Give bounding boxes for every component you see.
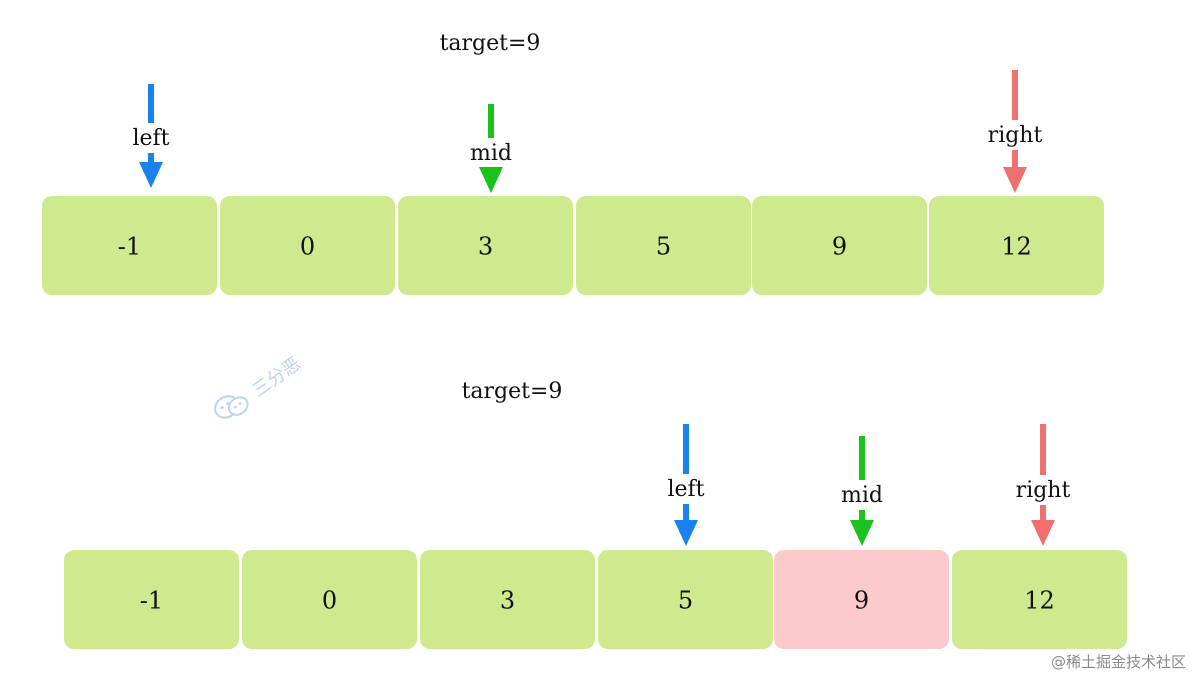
array-cell-value: 5: [678, 587, 693, 615]
array-cell: [398, 196, 573, 295]
left-label: left: [132, 126, 169, 151]
array-cell: [598, 550, 773, 649]
array-cell-value: -1: [118, 233, 141, 261]
array-cell-value: 5: [656, 233, 671, 261]
left-arrow-head: [674, 520, 698, 546]
target-label: target=9: [462, 379, 563, 404]
array-cell-value: -1: [140, 587, 163, 615]
mid-arrow-head: [850, 520, 874, 546]
array-cell: [774, 550, 949, 649]
array-cell: [576, 196, 751, 295]
right-pointer: right: [985, 70, 1045, 193]
mid-label: mid: [470, 141, 512, 166]
array-cell-value: 12: [1001, 233, 1032, 261]
array-cell-value: 3: [500, 587, 515, 615]
watermark-stamp: 三分恶: [207, 348, 307, 432]
left-pointer: left: [129, 84, 173, 188]
mid-pointer: mid: [467, 104, 515, 193]
array-cell: [42, 196, 217, 295]
array-cell: [752, 196, 927, 295]
array-cell-value: 9: [854, 587, 869, 615]
array-cell: [952, 550, 1127, 649]
watermark-site-text: @稀土掘金技术社区: [1050, 653, 1186, 671]
array-cell: [242, 550, 417, 649]
right-pointer: right: [1013, 424, 1073, 546]
array-cell: [64, 550, 239, 649]
array-cell-value: 0: [300, 233, 315, 261]
mid-label: mid: [841, 483, 883, 508]
mid-arrow-head: [479, 167, 503, 193]
left-arrow-head: [139, 162, 163, 188]
target-label: target=9: [440, 31, 541, 56]
array-panel-2: target=9 -1 0 3 5 9 12 left mid right: [64, 379, 1127, 649]
array-cell-value: 3: [478, 233, 493, 261]
array-cell: [220, 196, 395, 295]
left-pointer: left: [664, 424, 708, 546]
array-cell-value: 12: [1024, 587, 1055, 615]
mid-pointer: mid: [838, 436, 886, 546]
right-arrow-head: [1031, 520, 1055, 546]
right-label: right: [988, 123, 1043, 148]
array-cell: [929, 196, 1104, 295]
array-panel-1: target=9 -1 0 3 5 9 12 left mid right: [42, 31, 1104, 295]
right-label: right: [1016, 478, 1071, 503]
wechat-icon: [214, 395, 249, 419]
array-cell-value: 0: [322, 587, 337, 615]
array-cell-value: 9: [832, 233, 847, 261]
array-cell: [420, 550, 595, 649]
right-arrow-head: [1003, 167, 1027, 193]
left-label: left: [667, 477, 704, 502]
